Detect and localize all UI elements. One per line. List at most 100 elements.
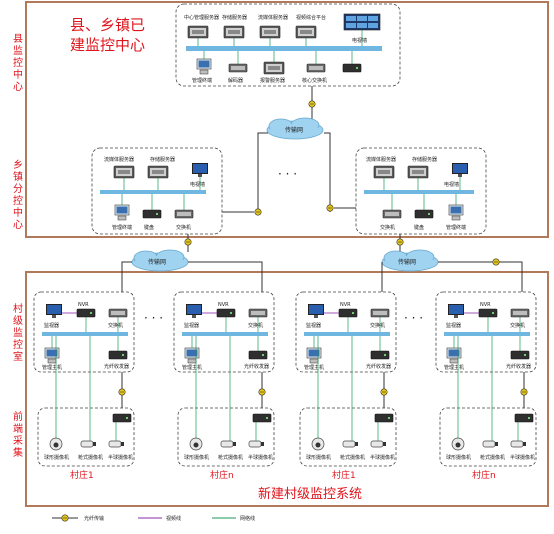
- village-room-side-label: 村 级 监 控 室: [13, 302, 23, 363]
- county-decoder: [228, 63, 248, 73]
- town-lan-bar-left: [100, 190, 206, 194]
- town-label-3-left: 电视墙: [190, 181, 205, 188]
- village-front-box: [439, 407, 537, 467]
- village-label-dome: 球形摄像机: [446, 454, 471, 461]
- village-nvr: [76, 308, 96, 318]
- village-nvr: [478, 308, 498, 318]
- village-switch: [370, 308, 390, 318]
- village-fiber-transceiver: [248, 350, 268, 360]
- village-label-host: 管理主机: [304, 364, 324, 371]
- county-bottom-label-3: 报警服务器: [260, 77, 285, 84]
- village-label-switch: 交换机: [370, 322, 385, 329]
- town-links-left: [121, 177, 201, 210]
- svg-text:心: 心: [13, 81, 23, 93]
- village-fiber-transceiver: [370, 350, 390, 360]
- village-column: 监视器NVR交换机管理主机光纤收发器球形摄像机枪式摄像机半球摄像机村庄1: [33, 291, 135, 481]
- village-bullet-camera-2: [108, 440, 125, 448]
- village-label-nvr: NVR: [340, 302, 351, 308]
- village-label-nvr: NVR: [480, 302, 491, 308]
- village-room-box: [33, 291, 135, 373]
- town-server-2-left: [147, 165, 169, 179]
- town-label-5-left: 键盘: [144, 224, 154, 231]
- fiber-converter-town-2: [326, 204, 334, 212]
- village-pc: [446, 347, 462, 364]
- town-center-box-right: [355, 147, 487, 235]
- county-platform: [295, 25, 317, 39]
- village-bullet-camera-2: [370, 440, 387, 448]
- village-front-transceiver: [374, 413, 394, 423]
- village-pc: [44, 347, 60, 364]
- village-label-bullet: 枪式摄像机: [340, 454, 365, 461]
- village-room-box: [173, 291, 275, 373]
- county-device-label-3: 流媒体服务器: [258, 14, 288, 21]
- county-device-label-4: 视频综合平台: [296, 14, 326, 21]
- town-label-5-right: 键盘: [414, 224, 424, 231]
- village-front-transceiver: [112, 413, 132, 423]
- village-dome-camera: [49, 437, 63, 451]
- village-switch: [510, 308, 530, 318]
- town-keyboard-left: [142, 209, 162, 219]
- village-nvr: [216, 308, 236, 318]
- village-label-monitor: 监视器: [306, 322, 321, 329]
- fiber-converter-county: [308, 100, 316, 108]
- village-room-box: [295, 291, 397, 373]
- village-switch: [108, 308, 128, 318]
- village-dome-camera: [311, 437, 325, 451]
- village-label-transceiver: 光纤收发器: [104, 363, 129, 370]
- village-label-switch: 交换机: [248, 322, 263, 329]
- village-columns: 监视器NVR交换机管理主机光纤收发器球形摄像机枪式摄像机半球摄像机村庄1监视器N…: [33, 291, 537, 481]
- network-label-top: 传输网: [285, 126, 303, 134]
- village-monitor: [46, 304, 62, 318]
- county-lan-bar: [186, 46, 382, 51]
- village-ellipsis-right: · · ·: [404, 311, 423, 325]
- town-keyboard-right: [414, 209, 434, 219]
- village-label-monitor: 监视器: [44, 322, 59, 329]
- village-monitor: [308, 304, 324, 318]
- svg-text:镇: 镇: [13, 170, 23, 183]
- town-label-3-right: 电视墙: [444, 181, 459, 188]
- county-device-label-2: 存储服务器: [222, 14, 247, 21]
- village-label-switch: 交换机: [510, 322, 525, 329]
- village-fiber-converter: [258, 388, 266, 396]
- village-label-half-dome: 半球摄像机: [510, 454, 535, 461]
- town-label-4-left: 管理终端: [112, 224, 132, 231]
- village-lan-bar: [182, 332, 268, 336]
- county-town-frame: [25, 1, 549, 238]
- town-ellipsis: · · ·: [278, 167, 297, 181]
- village-label-dome: 球形摄像机: [184, 454, 209, 461]
- town-label-1-right: 流媒体服务器: [366, 156, 396, 163]
- village-label-dome: 球形摄像机: [44, 454, 69, 461]
- village-dome-camera: [451, 437, 465, 451]
- svg-text:级: 级: [13, 315, 23, 327]
- town-label-4-right: 交换机: [380, 224, 395, 231]
- town-side-label: 乡 镇 分 控 中 心: [13, 159, 23, 231]
- village-label-transceiver: 光纤收发器: [506, 363, 531, 370]
- village-lan-bar: [304, 332, 390, 336]
- village-label-monitor: 监视器: [446, 322, 461, 329]
- town-label-6-right: 管理终端: [446, 224, 466, 231]
- svg-text:中: 中: [13, 68, 23, 81]
- county-links: [197, 30, 363, 64]
- village-label-bullet: 枪式摄像机: [480, 454, 505, 461]
- fiber-converter-town-1: [254, 208, 262, 216]
- village-label-dome: 球形摄像机: [306, 454, 331, 461]
- county-center-box: [175, 3, 401, 87]
- county-server-3: [259, 25, 281, 39]
- village-label-bullet: 枪式摄像机: [218, 454, 243, 461]
- town-monitor-right: [452, 163, 468, 177]
- village-label-transceiver: 光纤收发器: [366, 363, 391, 370]
- network-label-right: 传输网: [398, 258, 416, 266]
- village-bullet-camera-2: [510, 440, 527, 448]
- town-pc-right: [448, 204, 464, 221]
- village-bullet-camera: [220, 440, 237, 448]
- network-label-left: 传输网: [148, 258, 166, 266]
- svg-text:端: 端: [13, 422, 23, 435]
- fiber-converter-town-left-down: [184, 238, 192, 246]
- village-column: 监视器NVR交换机管理主机光纤收发器球形摄像机枪式摄像机半球摄像机村庄n: [435, 291, 537, 481]
- village-front-transceiver: [252, 413, 272, 423]
- county-keyboard: [342, 63, 362, 73]
- county-core-switch: [306, 63, 326, 73]
- village-bullet-camera: [342, 440, 359, 448]
- town-label-1-left: 流媒体服务器: [104, 156, 134, 163]
